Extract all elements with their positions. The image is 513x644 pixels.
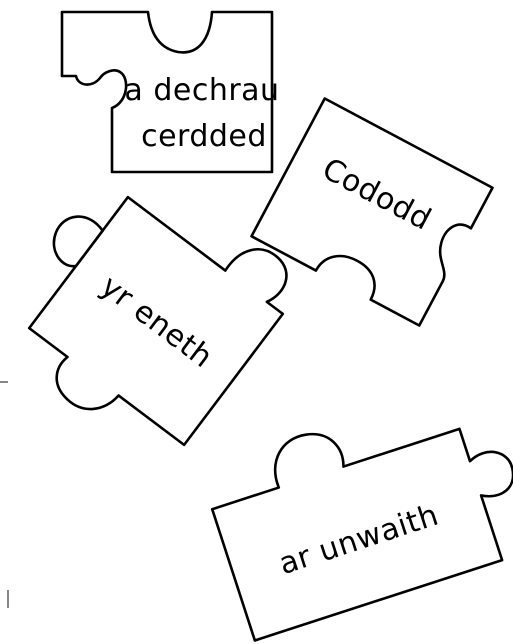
piece-text-line-2: cerdded [141, 119, 267, 154]
piece-text-line-1: a dechrau [124, 73, 279, 108]
puzzle-piece-yr-eneth[interactable]: yr eneth [0, 141, 308, 472]
puzzle-piece-a-dechrau-cerdded[interactable]: a dechrau cerdded [60, 10, 280, 174]
puzzle-piece-ar-unwaith[interactable]: ar unwaith [199, 377, 513, 642]
puzzle-piece-cododd[interactable]: Cododd [250, 97, 494, 327]
